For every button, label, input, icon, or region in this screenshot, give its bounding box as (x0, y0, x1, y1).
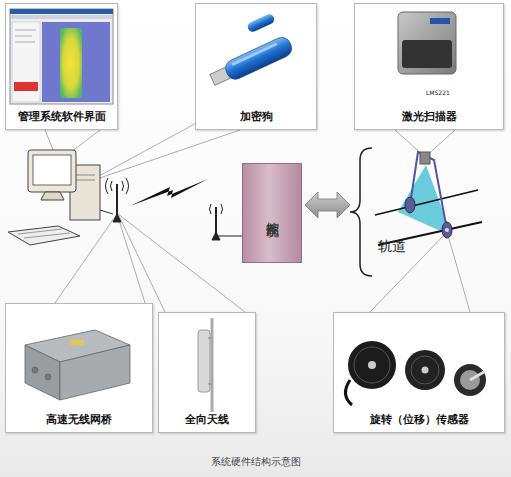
track-assembly (410, 152, 447, 230)
figure-caption: 系统硬件结构示意图 (0, 455, 511, 469)
rotary-encoder-photo (345, 341, 486, 405)
computer-icon (75, 175, 95, 176)
device-panel: 旋转（位移）传感器 (333, 312, 505, 433)
double-arrow (305, 192, 350, 218)
computer-icon (41, 192, 64, 200)
wireless-link (130, 179, 208, 206)
leader-line (88, 121, 240, 182)
software-screenshot (12, 22, 40, 102)
track-assembly (420, 152, 430, 164)
laser-scanner-photo (398, 12, 456, 74)
antenna-symbol (106, 178, 129, 194)
software-screenshot (11, 15, 112, 19)
rotary-encoder-photo (354, 347, 390, 383)
laser-scanner-photo (430, 18, 450, 24)
software-screenshot (10, 9, 113, 104)
rotary-encoder-photo (405, 350, 445, 390)
model-label: LMS221 (426, 89, 450, 96)
panel-caption: 加密狗 (240, 110, 273, 124)
software-screenshot (15, 42, 35, 43)
track-assembly (445, 228, 449, 232)
software-screenshot (14, 82, 38, 91)
wireless-bridge-photo (70, 340, 84, 345)
antenna-symbol (113, 214, 121, 222)
computer-icon (24, 233, 70, 238)
panel-caption: 全向天线 (185, 413, 229, 427)
computer-icon (33, 155, 71, 185)
rotary-encoder-photo (368, 361, 376, 369)
panel-caption: 旋转（位移）传感器 (370, 413, 469, 427)
computer-icon (75, 180, 95, 181)
software-screenshot (42, 22, 110, 102)
rotary-encoder-photo (422, 367, 429, 374)
wireless-bridge-photo (45, 374, 51, 380)
omni-antenna-photo (208, 384, 212, 385)
antenna-symbol (218, 236, 242, 237)
device-panel: 激光扫描器 (354, 3, 504, 130)
track-assembly (442, 222, 452, 238)
track-assembly (375, 152, 482, 245)
computer-icon (18, 229, 62, 234)
rotary-encoder-photo (345, 380, 352, 405)
computer-icon (8, 226, 80, 245)
computer-icon (100, 210, 113, 214)
wireless-bridge-photo (25, 330, 130, 362)
rotary-encoder-photo (348, 341, 396, 389)
track-assembly (405, 197, 415, 213)
usb-dongle (197, 11, 294, 89)
wireless-bridge-photo (25, 345, 60, 400)
panel-caption: 激光扫描器 (402, 110, 457, 124)
software-screenshot (10, 9, 113, 104)
omni-antenna-photo (208, 338, 212, 339)
software-screenshot (60, 28, 82, 98)
device-panel: 高速无线网桥 (5, 303, 153, 433)
usb-dongle (223, 34, 295, 82)
antenna-symbol (210, 204, 243, 240)
rotary-encoder-photo (470, 372, 484, 380)
omni-antenna-photo (198, 318, 212, 412)
computer-icon (28, 150, 76, 192)
software-screenshot (15, 30, 36, 31)
computer-icon (8, 150, 113, 245)
wireless-bridge-photo (25, 330, 130, 400)
software-screenshot (10, 9, 113, 14)
control-box: 控制系统 (242, 163, 302, 263)
wireless-bridge-photo (32, 367, 38, 373)
antenna-symbol (210, 204, 223, 214)
device-panel: 管理系统软件界面 (5, 3, 118, 130)
leader-line (55, 214, 145, 303)
device-panel: 全向天线 (158, 312, 256, 433)
usb-dongle (210, 67, 231, 85)
device-panel: 加密狗 (195, 3, 317, 130)
rotary-encoder-photo (460, 370, 480, 390)
bracket (350, 148, 372, 276)
leader-line (45, 121, 470, 312)
track-assembly (375, 190, 478, 215)
laser-scanner-photo (398, 12, 456, 74)
rotary-encoder-photo (411, 356, 439, 384)
rotary-encoder-photo (454, 364, 486, 396)
leader-line (118, 214, 245, 312)
laser-scanner-photo (402, 40, 452, 68)
software-screenshot (15, 36, 32, 37)
wireless-bridge-photo (60, 345, 130, 400)
usb-dongle (231, 42, 278, 66)
control-label: 控制系统 (265, 211, 279, 215)
usb-dongle (246, 13, 276, 34)
track-label: 轨道 (378, 238, 406, 256)
track-assembly (378, 222, 482, 245)
panel-caption: 管理系统软件界面 (18, 110, 106, 124)
omni-antenna-photo (211, 318, 214, 412)
omni-antenna-photo (198, 330, 210, 392)
panel-caption: 高速无线网桥 (46, 413, 112, 427)
antenna-symbol (106, 178, 129, 222)
